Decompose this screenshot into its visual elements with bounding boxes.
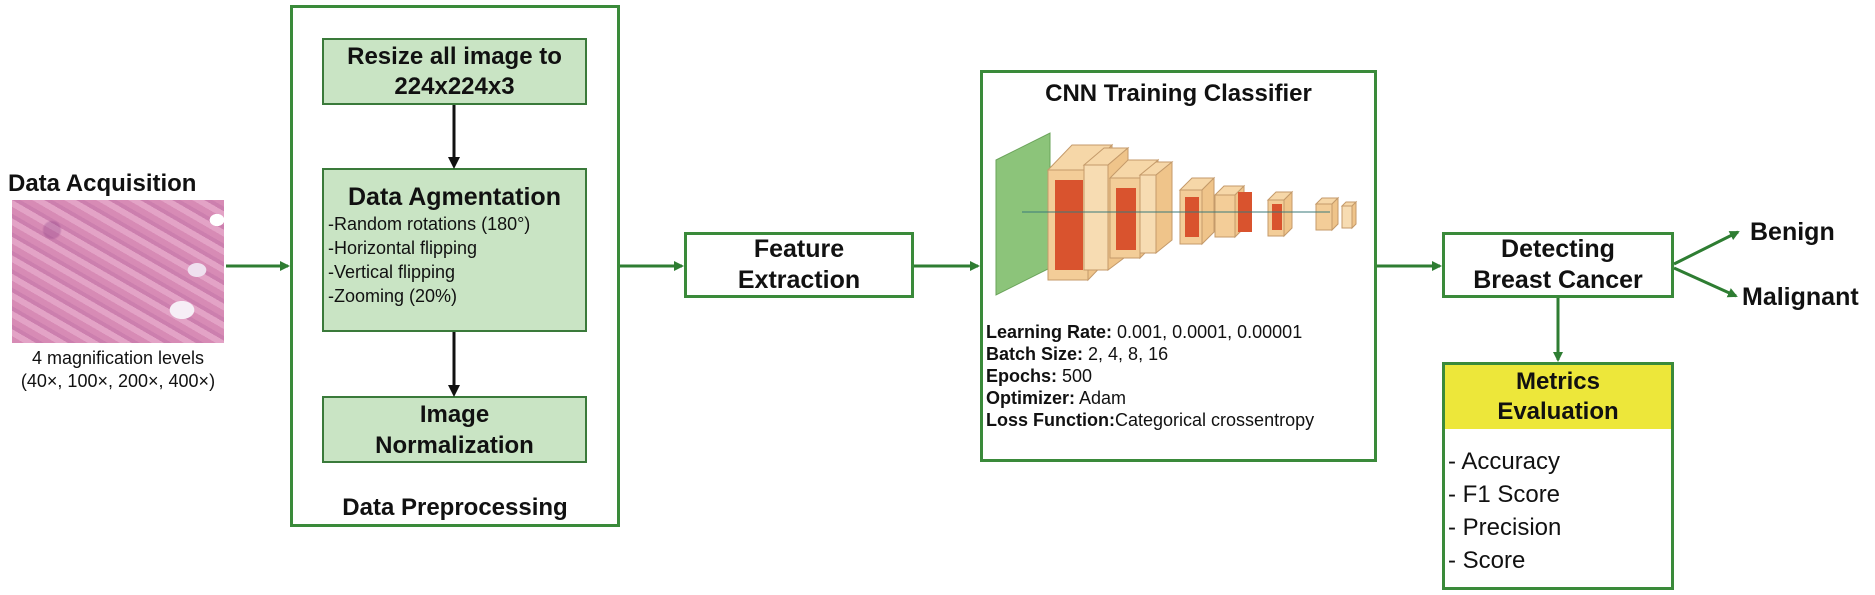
- arrow-detecting-to-benign: [1673, 230, 1740, 266]
- resize-box: Resize all image to 224x224x3: [322, 38, 587, 105]
- metrics-title-line1: Metrics: [1515, 368, 1601, 395]
- cnn-param-loss-function: Loss Function:Categorical crossentropy: [986, 409, 1376, 431]
- feature-extraction-line2: Extraction: [737, 266, 861, 294]
- normalization-box: Image Normalization: [322, 396, 587, 463]
- metrics-title-line2: Evaluation: [1497, 398, 1619, 425]
- resize-line1: Resize all image to: [347, 42, 562, 70]
- param-key: Epochs:: [986, 366, 1058, 386]
- histology-image: [12, 200, 224, 343]
- acquisition-title: Data Acquisition: [8, 170, 197, 197]
- metric-item: - Score: [1448, 547, 1526, 574]
- augmentation-list: -Random rotations (180°) -Horizontal fli…: [324, 212, 585, 308]
- arrow-detecting-to-malignant: [1673, 266, 1738, 298]
- param-key: Learning Rate:: [986, 322, 1113, 342]
- metrics-title-box: Metrics Evaluation: [1445, 365, 1671, 429]
- resize-line2: 224x224x3: [394, 72, 515, 100]
- normalization-line2: Normalization: [375, 431, 534, 459]
- normalization-line1: Image: [419, 400, 490, 428]
- metric-item: - Precision: [1448, 514, 1562, 541]
- output-malignant: Malignant: [1742, 283, 1859, 311]
- param-value: 2, 4, 8, 16: [1083, 344, 1169, 364]
- cnn-params: Learning Rate: 0.001, 0.0001, 0.00001 Ba…: [986, 321, 1376, 431]
- output-benign: Benign: [1750, 218, 1835, 246]
- detecting-line2: Breast Cancer: [1473, 266, 1643, 294]
- param-key: Batch Size:: [986, 344, 1084, 364]
- param-value: 500: [1057, 366, 1093, 386]
- param-value: Categorical crossentropy: [1115, 410, 1315, 430]
- cnn-param-learning-rate: Learning Rate: 0.001, 0.0001, 0.00001: [986, 321, 1376, 343]
- augmentation-item: -Random rotations (180°): [328, 214, 531, 234]
- param-value: 0.001, 0.0001, 0.00001: [1112, 322, 1303, 342]
- cnn-param-epochs: Epochs: 500: [986, 365, 1376, 387]
- augmentation-item: -Vertical flipping: [328, 262, 456, 282]
- magnification-caption-line2: (40×, 100×, 200×, 400×): [20, 371, 216, 391]
- detecting-box: Detecting Breast Cancer: [1442, 232, 1674, 298]
- cnn-param-optimizer: Optimizer: Adam: [986, 387, 1376, 409]
- metrics-list: - Accuracy - F1 Score - Precision - Scor…: [1448, 445, 1561, 577]
- magnification-caption: 4 magnification levels (40×, 100×, 200×,…: [0, 347, 236, 393]
- param-value: Adam: [1075, 388, 1127, 408]
- metric-item: - Accuracy: [1448, 448, 1561, 475]
- detecting-line1: Detecting: [1501, 235, 1615, 263]
- feature-extraction-box: Feature Extraction: [684, 232, 914, 298]
- augmentation-item: -Horizontal flipping: [328, 238, 478, 258]
- magnification-caption-line1: 4 magnification levels: [31, 348, 205, 368]
- cnn-title: CNN Training Classifier: [1045, 80, 1312, 107]
- augmentation-item: -Zooming (20%): [328, 286, 458, 306]
- param-key: Loss Function:: [986, 410, 1115, 430]
- metric-item: - F1 Score: [1448, 481, 1561, 508]
- augmentation-box: Data Agmentation -Random rotations (180°…: [322, 168, 587, 332]
- cnn-param-batch-size: Batch Size: 2, 4, 8, 16: [986, 343, 1376, 365]
- augmentation-title: Data Agmentation: [348, 183, 561, 211]
- param-key: Optimizer:: [986, 388, 1076, 408]
- preprocessing-title: Data Preprocessing: [342, 494, 568, 521]
- feature-extraction-line1: Feature: [753, 235, 845, 263]
